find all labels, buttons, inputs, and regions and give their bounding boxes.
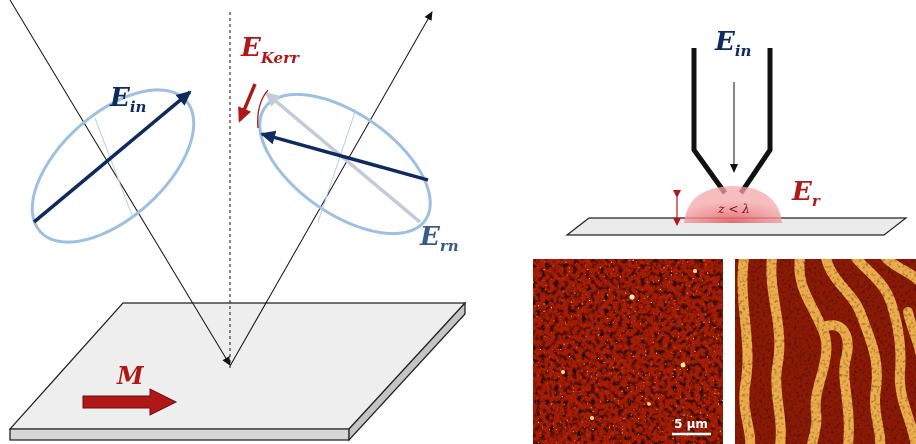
surface-topography-image xyxy=(533,259,723,444)
e-kerr-label: EKerr xyxy=(240,33,300,67)
kerr-rotation-arc xyxy=(257,89,269,129)
e-in-label: Ein xyxy=(109,83,146,116)
magnetic-domain-image xyxy=(735,259,916,444)
e-r-label: Er xyxy=(791,177,821,210)
incident-polarization-ellipse xyxy=(30,88,196,244)
reflected-beam xyxy=(229,11,433,367)
near-field-tip xyxy=(691,48,773,195)
magnetization-label: M xyxy=(116,361,145,390)
e-rn-label: Ern xyxy=(419,222,459,255)
e-in-vector xyxy=(32,90,192,224)
e-in-probe-label: Ein xyxy=(714,27,751,60)
scale-bar-label: 5 μm xyxy=(674,417,708,431)
kerr-rotation-arrow xyxy=(238,83,257,123)
near-field-glow xyxy=(684,186,782,223)
kerr-setup-panel: Ein EKerr Ern M xyxy=(8,0,467,442)
reflected-polarization-ellipse xyxy=(258,91,432,236)
magnetization-arrow xyxy=(82,388,178,416)
probe-substrate xyxy=(565,217,908,236)
z-condition-label: z < λ xyxy=(717,202,750,216)
near-field-panel: Ein z < λ Er 5 μm xyxy=(533,27,916,444)
magnetic-sample-plate xyxy=(8,301,467,442)
e-rn-vector xyxy=(260,130,429,182)
